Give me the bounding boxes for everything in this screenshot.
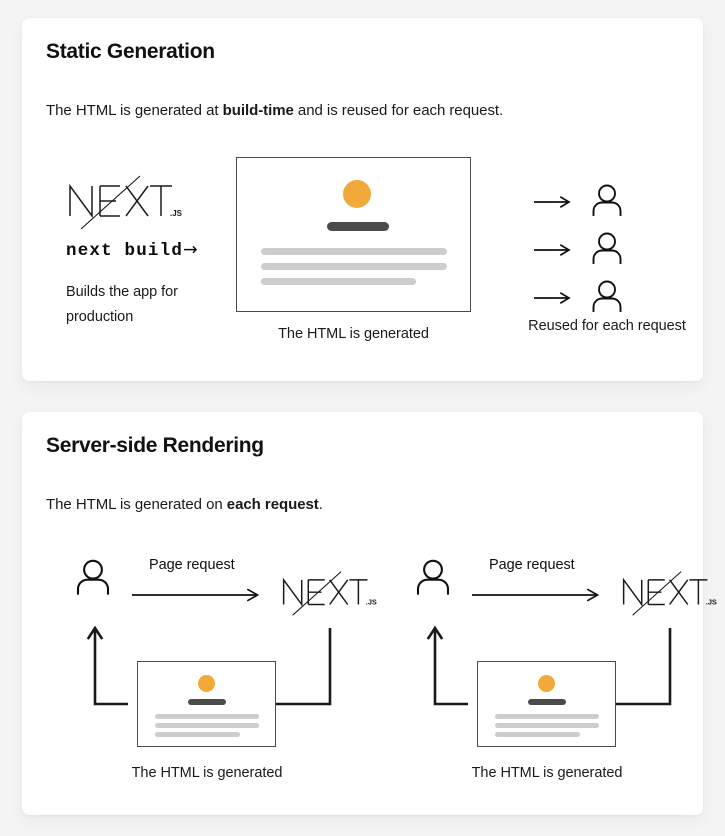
mockup-heading-bar <box>327 222 389 231</box>
mockup-caption: The HTML is generated <box>471 765 623 781</box>
mockup-caption: The HTML is generated <box>278 326 429 342</box>
mockup-heading-bar <box>528 699 566 705</box>
user-icon <box>414 558 452 598</box>
nextjs-logo: .JS <box>280 570 377 616</box>
subtitle-text-before: The HTML is generated on <box>46 496 227 513</box>
mockup-text-line <box>155 732 240 737</box>
page-title: Static Generation <box>46 40 215 63</box>
mockup-avatar-dot <box>198 675 215 692</box>
nextjs-logo: .JS <box>620 570 717 616</box>
response-path-right <box>212 628 342 710</box>
nextjs-logo-suffix: .JS <box>366 598 377 607</box>
nextjs-logo: .JS <box>66 174 183 230</box>
fanout-caption: Reused for each request <box>528 318 686 334</box>
subtitle-emphasis: build-time <box>222 102 294 119</box>
command-text: next build <box>66 241 184 261</box>
subtitle-text-after: and is reused for each request. <box>293 102 504 119</box>
card-static-generation: Static Generation The HTML is generated … <box>22 18 703 381</box>
response-path-right <box>552 628 682 710</box>
mockup-text-line <box>495 732 580 737</box>
nextjs-logo-suffix: .JS <box>170 209 183 218</box>
mockup-heading-bar <box>188 699 226 705</box>
user-icon <box>590 279 624 315</box>
mockup-text-line <box>495 714 599 719</box>
mockup-text-line <box>261 263 447 270</box>
nextjs-logo-suffix: .JS <box>706 598 717 607</box>
mockup-avatar-dot <box>538 675 555 692</box>
browser-mockup <box>477 661 616 747</box>
subtitle-text-after: . <box>318 496 323 513</box>
response-path-left-arrow <box>80 618 140 710</box>
page-request-arrow <box>132 588 266 602</box>
user-icon <box>74 558 112 598</box>
browser-mockup <box>137 661 276 747</box>
mockup-text-line <box>261 248 447 255</box>
user-icon <box>590 183 624 219</box>
fanout-arrow-3 <box>534 292 576 304</box>
user-icon <box>590 231 624 267</box>
card-subtitle: The HTML is generated on each request. <box>46 496 323 513</box>
subtitle-text-before: The HTML is generated at <box>46 102 223 119</box>
mockup-text-line <box>261 278 416 285</box>
mockup-text-line <box>495 723 599 728</box>
page-request-label: Page request <box>489 557 575 573</box>
fanout-arrow-1 <box>534 196 576 208</box>
card-subtitle: The HTML is generated at build-time and … <box>46 102 503 119</box>
mockup-text-line <box>155 714 259 719</box>
fanout-arrow-2 <box>534 244 576 256</box>
command-next-build: next build→ <box>66 240 198 261</box>
mockup-text-line <box>155 723 259 728</box>
page-request-label: Page request <box>149 557 235 573</box>
build-note: Builds the app for production <box>66 284 178 326</box>
subtitle-emphasis: each request <box>226 496 319 513</box>
arrow-right-icon: → <box>183 240 198 260</box>
mockup-caption: The HTML is generated <box>131 765 283 781</box>
page-title: Server-side Rendering <box>46 434 264 457</box>
browser-mockup <box>236 157 471 312</box>
card-server-side-rendering: Server-side Rendering The HTML is genera… <box>22 412 717 815</box>
page-request-arrow <box>472 588 606 602</box>
mockup-avatar-dot <box>343 180 371 208</box>
response-path-left-arrow <box>420 618 480 710</box>
